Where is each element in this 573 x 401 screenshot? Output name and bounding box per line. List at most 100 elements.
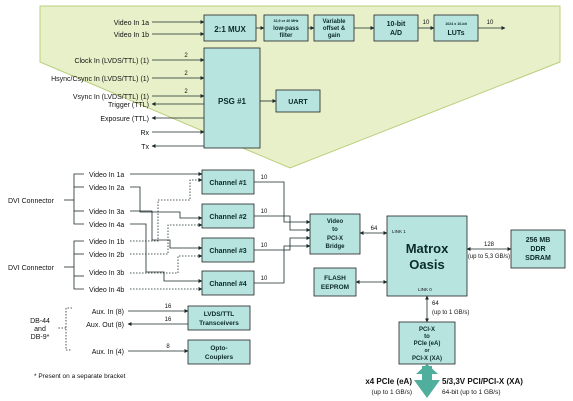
sdram-bus-128: 128 [484, 242, 495, 248]
flash-eeprom-box [313, 267, 357, 297]
lvds-transceivers-box [187, 305, 251, 331]
video-in-4b: Video In 4b [89, 287, 124, 294]
ad-converter-box [373, 14, 419, 42]
bridge-label-3: PCI-X [327, 236, 343, 242]
channel-2-label: Channel #2 [209, 214, 246, 221]
core-lines [355, 231, 512, 323]
hsync-in-label: Hsync/Csync In (LVDS/TTL) (1) [51, 76, 149, 83]
host-bus-arrow-head-up [416, 364, 438, 374]
clock-in-label: Clock In (LVDS/TTL) (1) [74, 58, 149, 65]
channel-bus-lines [254, 181, 311, 284]
vsync-bus-num: 2 [184, 89, 188, 95]
video-in-3b: Video In 3b [89, 270, 124, 277]
link-0-label: LINK 0 [418, 287, 432, 292]
bridge-label-4: Bridge [325, 244, 345, 250]
pci-bridge-label-5: PCI-X (XA) [412, 356, 442, 362]
pcix-bridge-box [309, 213, 361, 255]
aux-in-8-label: Aux. In (8) [92, 309, 124, 316]
host-bus-arrow [414, 366, 440, 398]
vsync-in-label: Vsync In (LVDS/TTL) (1) [73, 94, 149, 101]
opto-label-2: Couplers [205, 354, 234, 361]
trigger-label: Trigger (TTL) [108, 102, 149, 109]
channel-1-box [201, 169, 255, 195]
top-wires [151, 20, 506, 148]
oasis-label-2: Oasis [409, 257, 444, 272]
channel-4-bus: 10 [261, 276, 268, 282]
channel-4-label: Channel #4 [209, 281, 246, 288]
hsync-bus-num: 2 [184, 71, 188, 77]
aux-group-label-2: and [34, 326, 46, 333]
top-video-in-1b: Video In 1b [114, 32, 149, 39]
psg-label: PSG #1 [218, 97, 247, 106]
pci-bridge-label-3: PCIe (eA) [414, 341, 441, 347]
top-video-in-1a: Video In 1a [114, 20, 149, 27]
aux-group-label-1: DB-44 [30, 318, 50, 325]
pcix-voltage-rate: 64-bit (up to 1 GB/s) [442, 389, 501, 396]
x4-pcie-label: x4 PCIe (eA) [365, 377, 412, 386]
channel-1-label: Channel #1 [209, 180, 246, 187]
sdram-box [510, 229, 566, 269]
dvi-connector-2: DVI Connector [8, 265, 55, 272]
filter-label-1: 32,9 or 40 MHz [274, 19, 299, 23]
mux-label: 2:1 MUX [214, 25, 246, 34]
offset-label-3: gain [328, 33, 341, 39]
pci-bus-64: 64 [432, 301, 439, 307]
footnote: * Present on a separate bracket [34, 373, 126, 380]
pci-bridge-label-1: PCI-X [419, 327, 435, 333]
bus-luts-label: 10 [487, 20, 494, 26]
video-in-4a: Video In 4a [89, 222, 124, 229]
aux-in-4-label: Aux. In (4) [92, 349, 124, 356]
bridge-label-1: Video [327, 219, 344, 225]
aux-out-8-bus: 16 [165, 317, 172, 323]
dvi-connector-1: DVI Connector [8, 198, 55, 205]
tx-label: Tx [141, 144, 149, 151]
channel-3-label: Channel #3 [209, 248, 246, 255]
flash-label-1: FLASH [324, 275, 346, 282]
zoom-panel [39, 5, 561, 169]
luts-label-2: LUTs [448, 30, 465, 37]
bus-ad-label: 10 [423, 20, 430, 26]
luts-label-1: 1024 x 10-bit [445, 22, 467, 26]
aux-bracket [58, 307, 72, 351]
dotted-routing-lines [130, 178, 203, 291]
psg-box [203, 47, 261, 149]
rx-label: Rx [140, 130, 149, 137]
lvds-label-1: LVDS/TTL [204, 311, 235, 318]
channel-4-box [201, 270, 255, 296]
routing-lines [130, 172, 203, 283]
offset-label-1: Variable [322, 19, 346, 25]
ad-label-1: 10-bit [387, 21, 406, 28]
lowpass-filter-box [263, 14, 309, 42]
channel-1-bus: 10 [261, 175, 268, 181]
pci-bridge-label-4: or [425, 348, 430, 354]
bridge-label-2: to [332, 227, 338, 233]
filter-label-2: low-pass [273, 26, 299, 32]
luts-box [433, 14, 479, 42]
lvds-label-2: Transceivers [199, 320, 239, 327]
video-in-2b: Video In 2b [89, 252, 124, 259]
aux-group-label-3: DB-9* [31, 334, 50, 341]
sdram-label-2: DDR [530, 246, 545, 253]
dvi-brackets [64, 173, 84, 290]
filter-label-3: filter [279, 33, 293, 39]
offset-label-2: offset & [323, 26, 346, 32]
video-in-2a: Video In 2a [89, 185, 124, 192]
aux-lines [127, 309, 189, 353]
link-1-label: LINK 1 [392, 229, 406, 234]
clock-bus-num: 2 [184, 53, 188, 59]
video-in-3a: Video In 3a [89, 209, 124, 216]
sdram-rate: (up to 5,3 GB/s) [468, 254, 510, 260]
pci-rate: (up to 1 GB/s) [432, 310, 469, 316]
aux-in-4-bus: 8 [166, 344, 170, 350]
x4-pcie-rate: (up to 1 GB/s) [372, 389, 412, 396]
channel-3-bus: 10 [261, 243, 268, 249]
bridge-bus-64: 64 [371, 226, 378, 232]
video-in-1a: Video In 1a [89, 172, 124, 179]
opto-couplers-box [187, 339, 251, 365]
aux-out-8-label: Aux. Out (8) [86, 322, 124, 329]
video-in-1b: Video In 1b [89, 239, 124, 246]
uart-label: UART [288, 99, 308, 106]
matrox-oasis-box [386, 215, 468, 297]
